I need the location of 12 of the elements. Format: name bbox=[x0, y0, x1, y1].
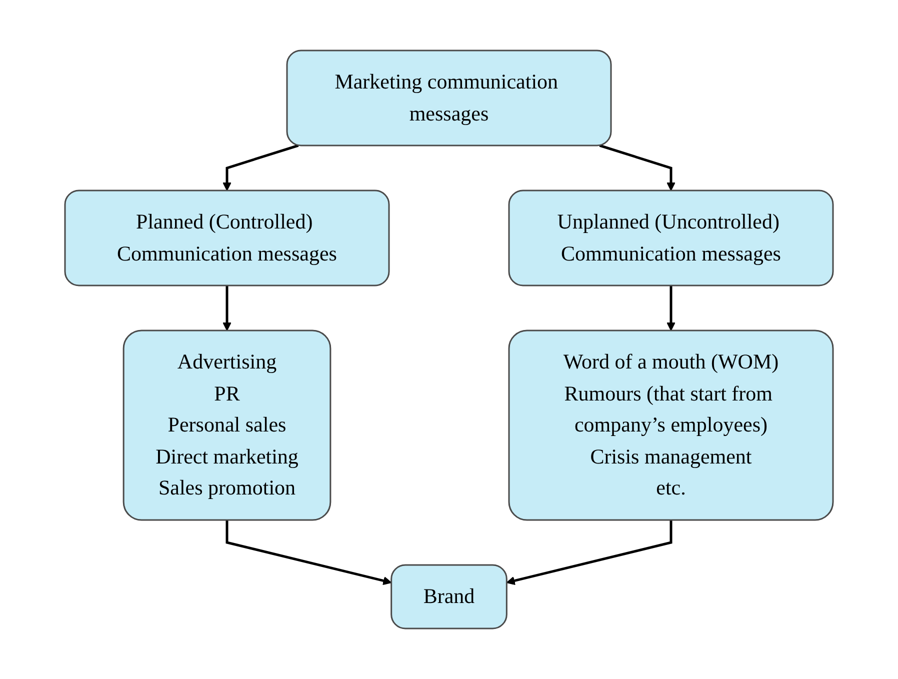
node-box: Marketing communication messages bbox=[286, 50, 612, 146]
node-box: Advertising PR Personal sales Direct marketing Sales promotion bbox=[122, 330, 332, 521]
arrow bbox=[222, 144, 299, 191]
arrow bbox=[226, 520, 392, 586]
arrow bbox=[666, 286, 676, 331]
arrow bbox=[222, 286, 232, 331]
node-box: Brand bbox=[390, 564, 508, 630]
arrow bbox=[599, 144, 676, 191]
node-box: Word of a mouth (WOM) Rumours (that start from company’s employees) Crisis management etc. bbox=[508, 330, 834, 521]
arrow bbox=[506, 520, 672, 586]
node-box: Unplanned (Uncontrolled) Communication messages bbox=[508, 190, 834, 286]
node-box: Planned (Controlled) Communication messages bbox=[64, 190, 390, 286]
